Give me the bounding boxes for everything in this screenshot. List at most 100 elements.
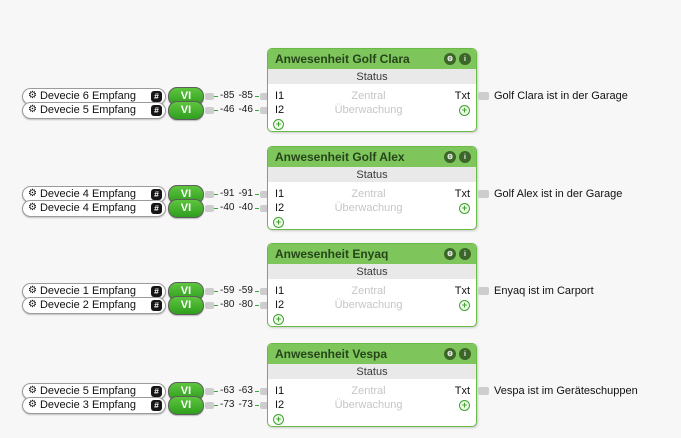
input-device-pill[interactable]: ⚙ Devecie 5 Empfang #	[22, 382, 166, 400]
wire-value: -63	[220, 385, 235, 396]
connector-stub[interactable]	[259, 287, 269, 295]
plus-icon[interactable]: +	[459, 299, 470, 311]
block-row: +	[268, 312, 476, 326]
info-icon[interactable]: i	[459, 248, 471, 260]
connector-stub[interactable]	[205, 301, 214, 309]
info-icon[interactable]: i	[459, 53, 471, 65]
output-port-label[interactable]: Txt	[454, 188, 470, 200]
block-title: Anwesenheit Golf Alex	[275, 150, 405, 164]
status-plus-icon[interactable]: +	[273, 413, 284, 425]
status-plus-icon[interactable]: +	[273, 313, 284, 325]
input-port-label[interactable]: I2	[275, 299, 285, 311]
param-label: Zentral	[351, 90, 386, 102]
connector-stub[interactable]	[478, 386, 489, 395]
gear-icon: ⚙	[28, 188, 37, 199]
status-plus-icon[interactable]: +	[273, 216, 284, 228]
connector-stub[interactable]	[205, 106, 214, 114]
wire-value: -85	[220, 90, 235, 101]
input-device-pill[interactable]: ⚙ Devecie 4 Empfang #	[22, 199, 166, 217]
output-port-label[interactable]: Txt	[454, 90, 470, 102]
wire-segment	[254, 109, 259, 111]
input-port-label[interactable]: I1	[275, 285, 285, 297]
input-port-label[interactable]: I2	[275, 399, 285, 411]
info-icon[interactable]: i	[459, 348, 471, 360]
input-device-pill[interactable]: ⚙ Devecie 1 Empfang #	[22, 282, 166, 300]
input-device-pill[interactable]: ⚙ Devecie 2 Empfang #	[22, 296, 166, 314]
status-plus-icon[interactable]: +	[273, 118, 284, 130]
input-wire-row: ⚙ Devecie 4 Empfang # VI -91 -91	[22, 184, 269, 204]
input-device-label: Devecie 6 Empfang	[39, 90, 136, 102]
connector-stub[interactable]	[259, 106, 269, 114]
connector-stub[interactable]	[205, 190, 214, 198]
input-wire-row: ⚙ Devecie 4 Empfang # VI -40 -40	[22, 198, 269, 218]
wire-segment	[254, 193, 259, 195]
block-row: I2 Überwachung +	[268, 201, 476, 215]
block-row: +	[268, 117, 476, 131]
wire-value: -63	[238, 385, 253, 396]
gear-icon[interactable]: ⚙	[444, 348, 456, 360]
wire-segment	[254, 390, 259, 392]
block-header: Anwesenheit Enyaq ⚙ i	[268, 244, 476, 264]
connector-stub[interactable]	[259, 204, 269, 212]
gear-icon[interactable]: ⚙	[444, 248, 456, 260]
block-status-bar: Status	[268, 264, 476, 279]
block-row: I2 Überwachung +	[268, 298, 476, 312]
plus-icon[interactable]: +	[459, 104, 470, 116]
gear-icon[interactable]: ⚙	[444, 151, 456, 163]
block-row: I2 Überwachung +	[268, 103, 476, 117]
input-wire-row: ⚙ Devecie 5 Empfang # VI -63 -63	[22, 381, 269, 401]
connector-stub[interactable]	[205, 387, 214, 395]
function-block[interactable]: Anwesenheit Golf Clara ⚙ i Status I1 Zen…	[267, 48, 477, 132]
input-port-label[interactable]: I1	[275, 188, 285, 200]
block-status-bar: Status	[268, 364, 476, 379]
vi-badge[interactable]: VI	[168, 295, 204, 315]
connector-stub[interactable]	[478, 189, 489, 198]
vi-badge[interactable]: VI	[168, 198, 204, 218]
info-icon[interactable]: i	[459, 151, 471, 163]
connector-stub[interactable]	[205, 204, 214, 212]
input-port-label[interactable]: I2	[275, 104, 285, 116]
param-label: Zentral	[351, 285, 386, 297]
wire-value: -59	[220, 285, 235, 296]
input-device-pill[interactable]: ⚙ Devecie 6 Empfang #	[22, 87, 166, 105]
connector-stub[interactable]	[205, 287, 214, 295]
input-device-pill[interactable]: ⚙ Devecie 5 Empfang #	[22, 101, 166, 119]
input-device-pill[interactable]: ⚙ Devecie 3 Empfang #	[22, 396, 166, 414]
vi-badge[interactable]: VI	[168, 395, 204, 415]
connector-stub[interactable]	[478, 286, 489, 295]
output-port-label[interactable]: Txt	[454, 385, 470, 397]
input-port-label[interactable]: I1	[275, 385, 285, 397]
connector-stub[interactable]	[259, 190, 269, 198]
output-port-label[interactable]: Txt	[454, 285, 470, 297]
plus-icon[interactable]: +	[459, 399, 470, 411]
connector-stub[interactable]	[259, 387, 269, 395]
connector-stub[interactable]	[259, 301, 269, 309]
block-header: Anwesenheit Golf Clara ⚙ i	[268, 49, 476, 69]
function-block[interactable]: Anwesenheit Golf Alex ⚙ i Status I1 Zent…	[267, 146, 477, 230]
vi-badge[interactable]: VI	[168, 100, 204, 120]
block-status-bar: Status	[268, 69, 476, 84]
plus-icon[interactable]: +	[459, 202, 470, 214]
block-row: I2 Überwachung +	[268, 398, 476, 412]
wire-segment	[254, 95, 259, 97]
function-block[interactable]: Anwesenheit Vespa ⚙ i Status I1 Zentral …	[267, 343, 477, 427]
input-device-label: Devecie 5 Empfang	[39, 385, 136, 397]
wire-segment	[214, 290, 218, 292]
connector-stub[interactable]	[259, 92, 269, 100]
param-label: Zentral	[351, 385, 386, 397]
gear-icon: ⚙	[28, 385, 37, 396]
connector-stub[interactable]	[478, 91, 489, 100]
input-device-label: Devecie 4 Empfang	[39, 202, 136, 214]
function-block[interactable]: Anwesenheit Enyaq ⚙ i Status I1 Zentral …	[267, 243, 477, 327]
input-port-label[interactable]: I1	[275, 90, 285, 102]
connector-stub[interactable]	[205, 92, 214, 100]
gear-icon[interactable]: ⚙	[444, 53, 456, 65]
input-device-pill[interactable]: ⚙ Devecie 4 Empfang #	[22, 185, 166, 203]
connector-stub[interactable]	[205, 401, 214, 409]
function-block-group: ⚙ Devecie 6 Empfang # VI -85 -85 ⚙ Devec…	[0, 48, 681, 148]
input-port-label[interactable]: I2	[275, 202, 285, 214]
hash-icon: #	[151, 399, 162, 411]
gear-icon: ⚙	[28, 202, 37, 213]
param-label: Überwachung	[334, 202, 403, 214]
connector-stub[interactable]	[259, 401, 269, 409]
